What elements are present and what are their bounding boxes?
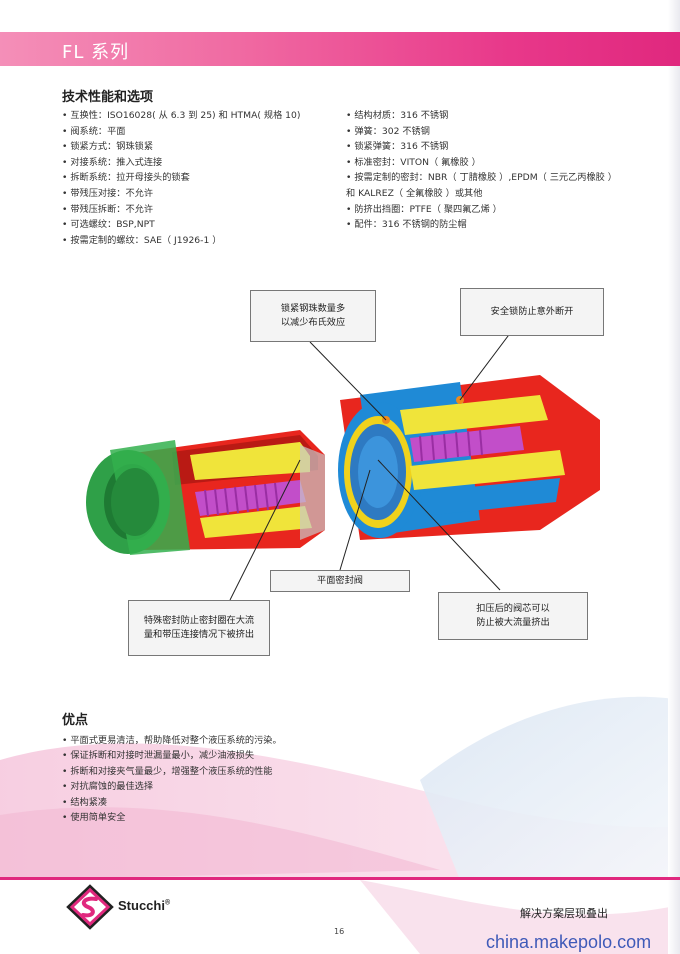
spec-item: 对接系统：推入式连接 [62,155,300,171]
spec-item: 弹簧：302 不锈钢 [346,124,617,140]
left-coupling [86,430,325,555]
callout-text: 扣压后的阀芯可以 [476,603,550,614]
advantage-item: 对抗腐蚀的最佳选择 [62,779,282,794]
coupling-cutaway-illustration [86,319,600,601]
brand-text: Stucchi [118,898,165,913]
watermark: china.makepolo.com [486,932,652,952]
header-bar: FL 系列 [0,32,680,66]
spec-item: 标准密封：VITON（ 氟橡胶 ） [346,155,617,171]
spec-item: 按需定制的密封：NBR（ 丁腈橡胶 ）,EPDM（ 三元乙丙橡胶 ） [346,170,617,186]
spec-item: 阀系统：平面 [62,124,300,140]
callout-text: 特殊密封防止密封圈在大流 [143,615,255,626]
callout-text: 量和带压连接情况下被挤出 [143,629,255,640]
spec-item: 锁紧方式：钢珠锁紧 [62,139,300,155]
advantage-item: 平面式更易清洁，帮助降低对整个液压系统的污染。 [62,733,281,748]
specs-title: 技术性能和选项 [62,90,154,105]
advantage-item: 拆断和对接夹气量最少，增强整个液压系统的性能 [62,764,282,779]
advantages-list: 平面式更易清洁，帮助降低对整个液压系统的污染。 保证拆断和对接时泄漏量最小，减少… [62,733,282,825]
callout-text: 锁紧钢珠数量多 [280,303,346,314]
callout-flat-valve: 平面密封阀 [270,570,410,592]
callout-text: 以减少布氏效应 [280,317,346,328]
spec-item: 可选螺纹：BSP,NPT [62,217,300,233]
spec-item: 按需定制的螺纹：SAE（ J1926-1 ） [62,233,300,249]
callout-valve-core: 扣压后的阀芯可以 防止被大流量挤出 [438,592,588,640]
spec-item: 锁紧弹簧：316 不锈钢 [346,139,617,155]
spec-item-continuation: 和 KALREZ（ 全氟橡胶 ）或其他 [346,187,483,199]
advantage-item: 保证拆断和对接时泄漏量最小，减少油液损失 [62,748,282,763]
page-title: FL 系列 [62,42,130,63]
spec-item: 拆断系统：拉开母接头的锁套 [62,170,300,186]
callout-locking-balls: 锁紧钢珠数量多 以减少布氏效应 [250,290,376,342]
advantage-item: 结构紧凑 [62,795,282,810]
callout-text: 平面密封阀 [317,575,363,586]
advantages-title: 优点 [62,713,89,728]
spec-item: 防挤出挡圈：PTFE（ 聚四氟乙烯 ） [346,202,617,218]
stucchi-diamond-logo-icon [66,884,114,930]
spec-item: 带残压对接：不允许 [62,186,300,202]
spec-item: 配件：316 不锈钢的防尘帽 [346,217,617,233]
footer-divider [0,877,680,880]
callout-text: 安全锁防止意外断开 [490,306,574,317]
callout-special-seal: 特殊密封防止密封圈在大流 量和带压连接情况下被挤出 [128,600,270,656]
right-coupling [338,375,600,540]
callout-text: 防止被大流量挤出 [476,617,550,628]
callout-safety-lock: 安全锁防止意外断开 [460,288,604,336]
specs-left-list: 互换性：ISO16028( 从 6.3 到 25) 和 HTMA( 规格 10)… [62,108,300,248]
spec-item: 带残压拆断：不允许 [62,202,300,218]
spec-item: 结构材质：316 不锈钢 [346,108,617,124]
brand-name: Stucchi® [118,898,170,913]
spec-item: 互换性：ISO16028( 从 6.3 到 25) 和 HTMA( 规格 10) [62,108,300,124]
right-edge-strip [668,0,680,954]
page-number: 16 [334,927,345,936]
tagline: 解决方案层现叠出 [520,907,608,920]
advantage-item: 使用简单安全 [62,810,282,825]
specs-right-list: 结构材质：316 不锈钢 弹簧：302 不锈钢 锁紧弹簧：316 不锈钢 标准密… [346,108,617,233]
registered-mark: ® [164,899,171,907]
